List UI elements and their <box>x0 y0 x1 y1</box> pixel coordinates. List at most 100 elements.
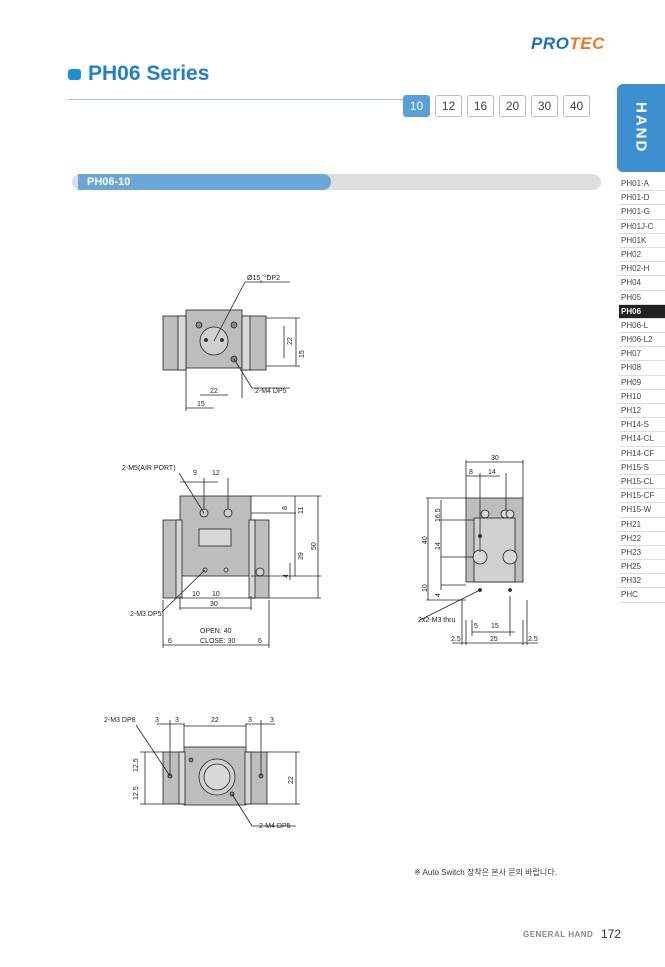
front-4-label: 4 <box>283 574 290 578</box>
bottom-view-labels: 2-M3 DP8 3 3 22 3 3 12.5 12.5 22 2-M4 DP… <box>104 717 295 830</box>
auto-switch-note: ※ Auto Switch 장착은 본사 문의 바랍니다. <box>414 868 557 877</box>
front-air-label: 2-M5(AIR PORT) <box>122 465 176 472</box>
page-title: PH06 Series <box>88 62 210 85</box>
side-item-ph06-l2[interactable]: PH06-L2 <box>619 333 665 348</box>
front-8-label: 8 <box>282 506 289 510</box>
front-39-label: 39 <box>298 552 305 560</box>
top-15v-label: 15 <box>299 350 306 358</box>
front-6b-label: 6 <box>258 638 262 645</box>
bot-22-label: 22 <box>211 717 219 724</box>
side-category-tab[interactable] <box>617 84 665 172</box>
side-165-label: 16.5 <box>435 508 442 522</box>
top-15h-label: 15 <box>197 401 205 408</box>
front-close-label: CLOSE: 30 <box>200 638 236 645</box>
top-view <box>162 281 300 411</box>
bot-3b-label: 3 <box>175 717 179 724</box>
front-10a-label: 10 <box>192 591 200 598</box>
size-tab-16[interactable]: 16 <box>467 95 494 117</box>
front-view <box>161 472 321 648</box>
side-m3-label: 2x2-M3 thru <box>418 617 455 624</box>
side-item-ph15-s[interactable]: PH15-S <box>619 461 665 475</box>
side-25-label: 25 <box>490 636 498 643</box>
side-14-label: 14 <box>488 469 496 476</box>
front-10b-label: 10 <box>212 591 220 598</box>
side-item-ph15-cl[interactable]: PH15-CL <box>619 475 665 490</box>
page-number: 172 <box>601 927 622 941</box>
side-item-ph02[interactable]: PH02 <box>619 248 665 263</box>
side-item-ph25[interactable]: PH25 <box>619 560 665 575</box>
size-tab-12[interactable]: 12 <box>435 95 462 117</box>
side-item-ph01-a[interactable]: PH01-A <box>619 177 665 192</box>
side-view <box>419 460 538 645</box>
bot-125a-label: 12.5 <box>133 758 140 772</box>
side-4-label: 4 <box>435 593 442 597</box>
side-25a-label: 2.5 <box>451 636 461 643</box>
bot-m4-label: 2-M4 DP5 <box>259 823 291 830</box>
page-title-wrap: PH06 Series <box>68 62 209 86</box>
side-item-ph01-d[interactable]: PH01-D <box>619 191 665 206</box>
front-11-label: 11 <box>298 507 305 514</box>
side-item-ph10[interactable]: PH10 <box>619 390 665 404</box>
side-item-ph06-l[interactable]: PH06-L <box>619 319 665 334</box>
side-item-ph12[interactable]: PH12 <box>619 404 665 419</box>
front-12-label: 12 <box>212 470 220 477</box>
top-22h-label: 22 <box>210 388 218 395</box>
side-item-ph23[interactable]: PH23 <box>619 546 665 561</box>
bot-3d-label: 3 <box>270 717 274 724</box>
size-tab-40[interactable]: 40 <box>563 95 590 117</box>
side-item-ph02-h[interactable]: PH02-H <box>619 262 665 277</box>
side-item-phc[interactable]: PHC <box>619 588 665 603</box>
bot-22v-label: 22 <box>288 776 295 784</box>
front-open-label: OPEN: 40 <box>200 628 232 635</box>
side-item-ph14-cf[interactable]: PH14-CF <box>619 447 665 461</box>
side-10-label: 10 <box>422 584 429 592</box>
front-m3-label: 2-M3 DP5 <box>130 611 162 618</box>
side-item-ph22[interactable]: PH22 <box>619 532 665 546</box>
side-14v-label: 14 <box>435 542 442 550</box>
front-6a-label: 6 <box>168 638 172 645</box>
side-item-ph08[interactable]: PH08 <box>619 361 665 376</box>
side-item-ph32[interactable]: PH32 <box>619 574 665 589</box>
bot-m3-label: 2-M3 DP8 <box>104 717 136 724</box>
side-view-labels: 30 8 14 16.5 40 14 10 4 2x2-M3 thru 5 15… <box>418 455 538 643</box>
side-15-label: 15 <box>491 623 499 630</box>
bot-3a-label: 3 <box>155 717 159 724</box>
side-category-label: HAND <box>632 102 650 154</box>
bot-3c-label: 3 <box>248 717 252 724</box>
brand-logo: PROTEC <box>531 34 605 53</box>
size-tab-30[interactable]: 30 <box>531 95 558 117</box>
front-50-label: 50 <box>311 542 318 550</box>
front-view-labels: 2-M5(AIR PORT) 9 12 8 11 39 50 4 2-M3 DP… <box>122 465 318 645</box>
side-item-ph15-w[interactable]: PH15-W <box>619 503 665 518</box>
side-item-ph06[interactable]: PH06 <box>619 304 665 319</box>
section-label: PH06-10 <box>87 176 131 188</box>
size-tab-20[interactable]: 20 <box>499 95 526 117</box>
side-40-label: 40 <box>422 536 429 544</box>
side-5-label: 5 <box>474 623 478 630</box>
side-item-ph01k[interactable]: PH01K <box>619 234 665 248</box>
top-22v-label: 22 <box>287 337 294 345</box>
bot-125b-label: 12.5 <box>133 786 140 800</box>
bottom-view <box>135 720 300 827</box>
side-item-ph14-cl[interactable]: PH14-CL <box>619 432 665 447</box>
title-underline <box>68 99 403 100</box>
side-8-label: 8 <box>469 469 473 476</box>
top-m4-label: 2-M4 DP5 <box>255 388 287 395</box>
side-item-ph01-g[interactable]: PH01-G <box>619 205 665 220</box>
front-30-label: 30 <box>210 601 218 608</box>
side-item-ph14-s[interactable]: PH14-S <box>619 418 665 433</box>
side-item-ph01j-c[interactable]: PH01J-C <box>619 220 665 234</box>
side-item-ph15-cf[interactable]: PH15-CF <box>619 489 665 504</box>
side-item-ph07[interactable]: PH07 <box>619 347 665 362</box>
side-item-ph05[interactable]: PH05 <box>619 291 665 305</box>
side-item-ph09[interactable]: PH09 <box>619 376 665 390</box>
size-tab-10[interactable]: 10 <box>403 95 430 117</box>
side-30-label: 30 <box>491 455 499 462</box>
section-bar-highlight <box>78 174 331 190</box>
side-item-ph21[interactable]: PH21 <box>619 518 665 532</box>
side-item-ph04[interactable]: PH04 <box>619 276 665 291</box>
